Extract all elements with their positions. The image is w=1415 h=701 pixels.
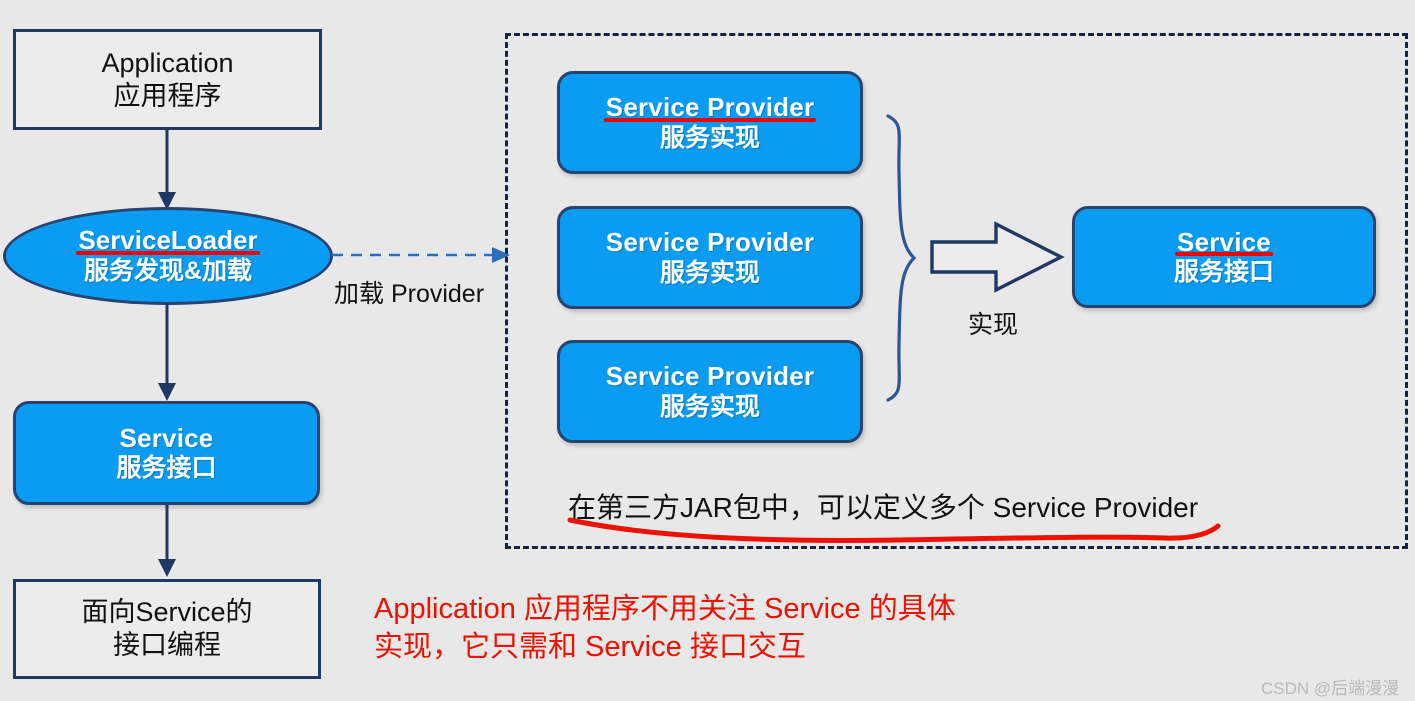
service-provider-2-subtitle: 服务实现 xyxy=(659,258,760,287)
service-provider-2-title: Service Provider xyxy=(605,227,815,258)
arrow-application-to-serviceloader xyxy=(158,128,176,210)
interface-programming-line1: 面向Service的 xyxy=(81,597,253,628)
load-provider-label: 加载 Provider xyxy=(334,280,485,308)
implements-label: 实现 xyxy=(968,311,1019,339)
third-party-jar-container xyxy=(505,33,1408,549)
dashed-connector-arrow xyxy=(332,247,510,263)
arrow-service-to-programming xyxy=(158,505,176,577)
red-underline xyxy=(76,250,260,255)
serviceloader-subtitle: 服务发现&加载 xyxy=(83,256,253,285)
curly-brace xyxy=(886,114,917,402)
service-provider-3-subtitle: 服务实现 xyxy=(659,392,760,421)
service-provider-1-title: Service Provider xyxy=(603,92,817,123)
service-interface-box-right: Service 服务接口 xyxy=(1072,206,1376,308)
service-box-left: Service 服务接口 xyxy=(13,401,320,505)
service-left-subtitle: 服务接口 xyxy=(116,454,217,483)
service-provider-box-3: Service Provider 服务实现 xyxy=(557,340,863,443)
red-squiggle-underline xyxy=(567,517,1221,543)
service-left-title: Service xyxy=(119,422,214,453)
serviceloader-title: ServiceLoader xyxy=(76,225,260,256)
arrow-serviceloader-to-service xyxy=(158,303,176,401)
service-interface-title: Service xyxy=(1175,226,1273,257)
serviceloader-ellipse: ServiceLoader 服务发现&加载 xyxy=(3,207,333,305)
red-underline xyxy=(1175,252,1273,257)
service-provider-1-subtitle: 服务实现 xyxy=(659,123,760,152)
service-interface-subtitle: 服务接口 xyxy=(1173,258,1274,287)
application-subtitle: 应用程序 xyxy=(113,80,222,111)
red-note-line1: Application 应用程序不用关注 Service 的具体 xyxy=(374,593,956,625)
implements-block-arrow xyxy=(930,221,1065,293)
red-underline xyxy=(603,117,817,122)
red-note: Application 应用程序不用关注 Service 的具体 实现，它只需和… xyxy=(374,590,956,667)
interface-programming-line2: 接口编程 xyxy=(113,630,221,660)
application-title: Application xyxy=(101,47,234,78)
application-box: Application 应用程序 xyxy=(13,29,322,130)
interface-programming-box: 面向Service的 接口编程 xyxy=(13,579,321,679)
service-provider-3-title: Service Provider xyxy=(605,361,815,392)
service-provider-box-2: Service Provider 服务实现 xyxy=(557,206,863,309)
red-note-line2: 实现，它只需和 Service 接口交互 xyxy=(374,631,806,664)
csdn-watermark: CSDN @后端漫漫 xyxy=(1261,679,1400,698)
jar-caption: 在第三方JAR包中，可以定义多个 Service Provider xyxy=(568,492,1199,523)
service-provider-box-1: Service Provider 服务实现 xyxy=(557,71,863,174)
